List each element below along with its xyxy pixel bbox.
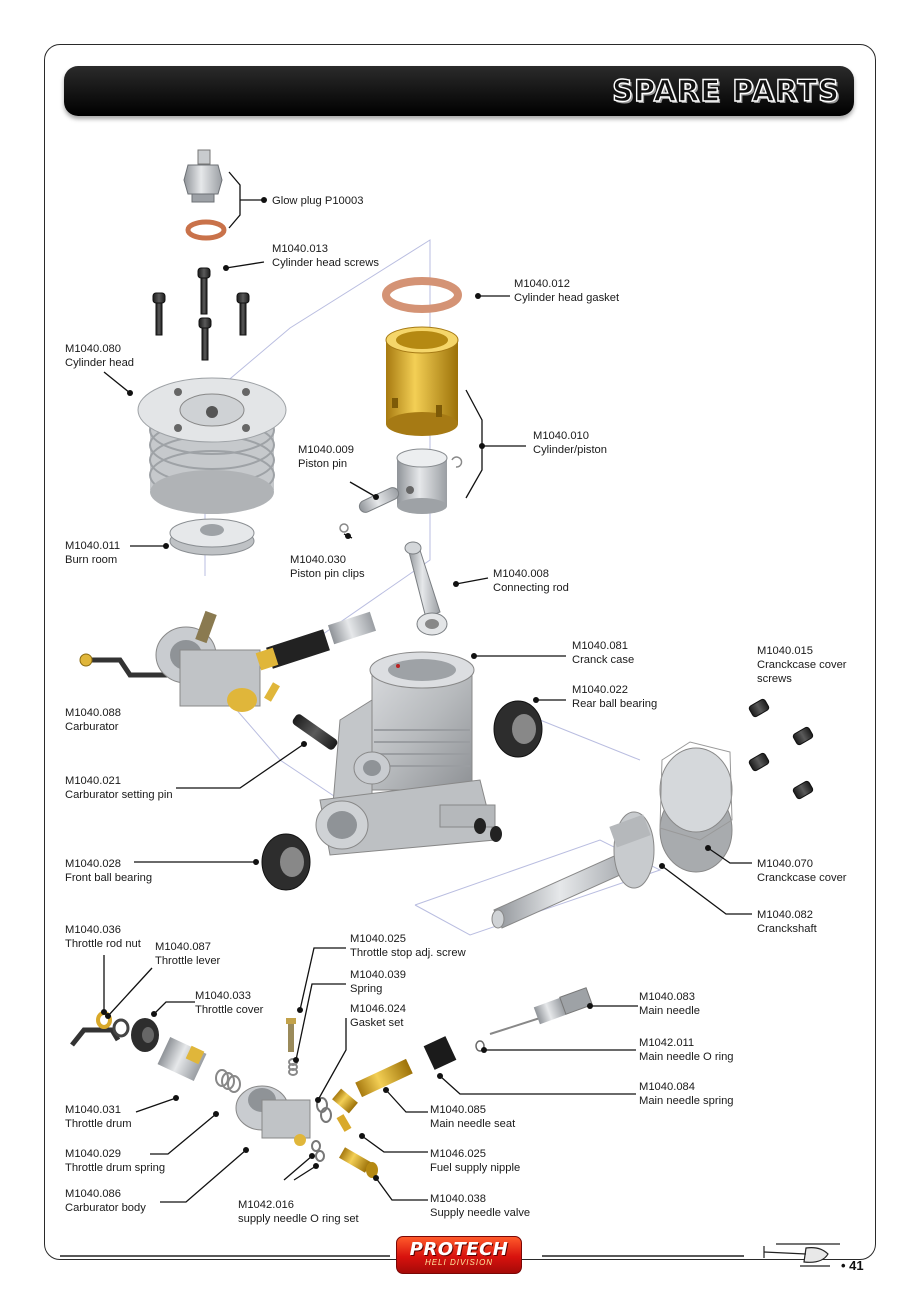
crankshaft-part <box>491 811 655 929</box>
throttle-drum-spring-part <box>215 1069 241 1093</box>
label-glow-plug: Glow plug P10003 <box>272 195 364 207</box>
supply-needle-o-ring-parts <box>311 1140 325 1162</box>
main-needle-seat-part <box>355 1058 413 1098</box>
front-ball-bearing-part <box>261 833 311 891</box>
protech-logo: PROTECH HELI DIVISION <box>396 1236 522 1274</box>
exploded-carburator-parts <box>70 987 593 1178</box>
carburator-part <box>79 610 377 712</box>
leader-lines <box>103 171 752 1203</box>
throttle-stop-screw-part <box>286 1018 296 1052</box>
cylinder-part <box>385 326 459 436</box>
cylinder-head-screws-part <box>152 267 250 361</box>
page-number: • 41 <box>841 1258 864 1273</box>
crank-case-nuts <box>474 818 502 842</box>
throttle-drum-part <box>157 1036 207 1082</box>
crank-case-cover-part <box>659 741 733 873</box>
piston-part <box>396 448 463 514</box>
burn-room-part <box>169 518 255 556</box>
crank-case-part <box>315 651 496 856</box>
main-needle-o-ring-part <box>475 1040 485 1052</box>
cylinder-head-gasket-part <box>382 277 462 313</box>
case-cover-screws-part <box>748 698 814 800</box>
supply-needle-valve-part <box>339 1147 378 1178</box>
main-needle-spring-part <box>423 1036 457 1070</box>
glow-plug-part <box>183 149 227 241</box>
header-banner: SPARE PARTS <box>64 66 854 116</box>
main-needle-part <box>489 987 593 1035</box>
piston-pin-clip-part <box>339 523 349 533</box>
carburator-setting-pin-part <box>292 714 338 750</box>
leader-dots <box>101 197 711 1181</box>
fuel-supply-nipple-part <box>332 1088 358 1132</box>
page-title: SPARE PARTS <box>611 73 840 108</box>
cylinder-head-part <box>137 377 287 514</box>
gasket-set-part <box>316 1097 332 1123</box>
connecting-rod-part <box>404 541 448 636</box>
helicopter-icon <box>763 1243 840 1267</box>
carburator-body-part <box>235 1085 311 1146</box>
rear-ball-bearing-part <box>493 700 543 758</box>
